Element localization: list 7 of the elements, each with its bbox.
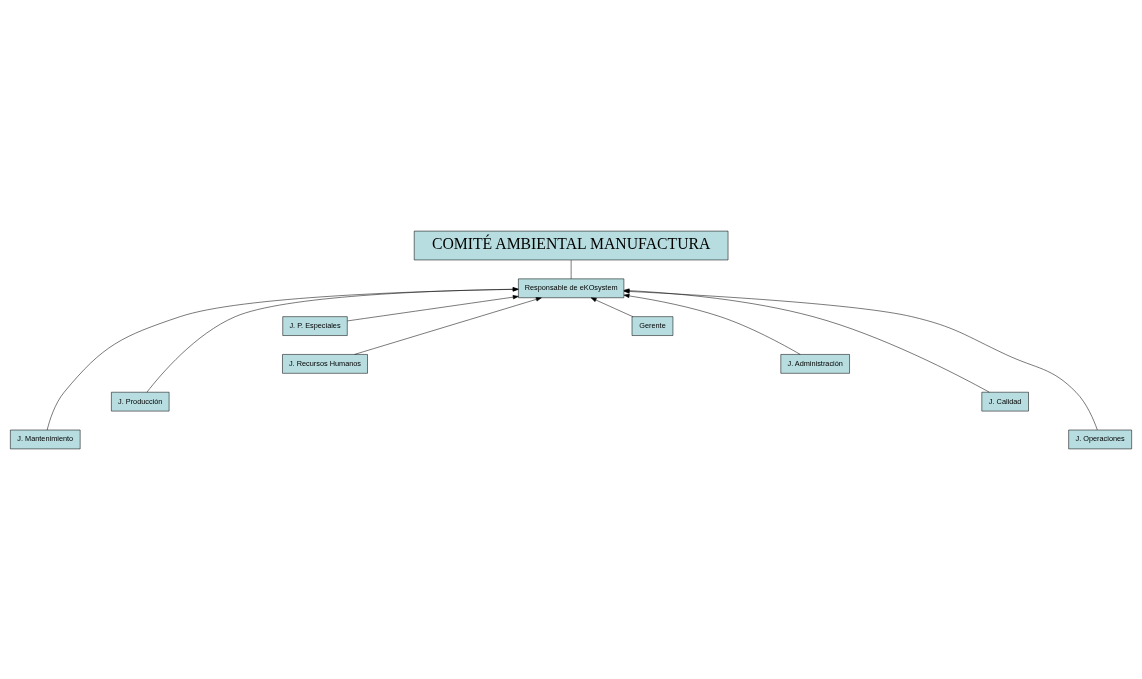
arrow: [146, 286, 519, 392]
arrow: [354, 296, 542, 355]
arrow: [623, 293, 801, 355]
node-box: COMITÉ AMBIENTAL MANUFACTURA: [413, 230, 729, 260]
arrow: [347, 294, 519, 321]
arrow: [590, 297, 633, 317]
arrow: [46, 286, 519, 430]
